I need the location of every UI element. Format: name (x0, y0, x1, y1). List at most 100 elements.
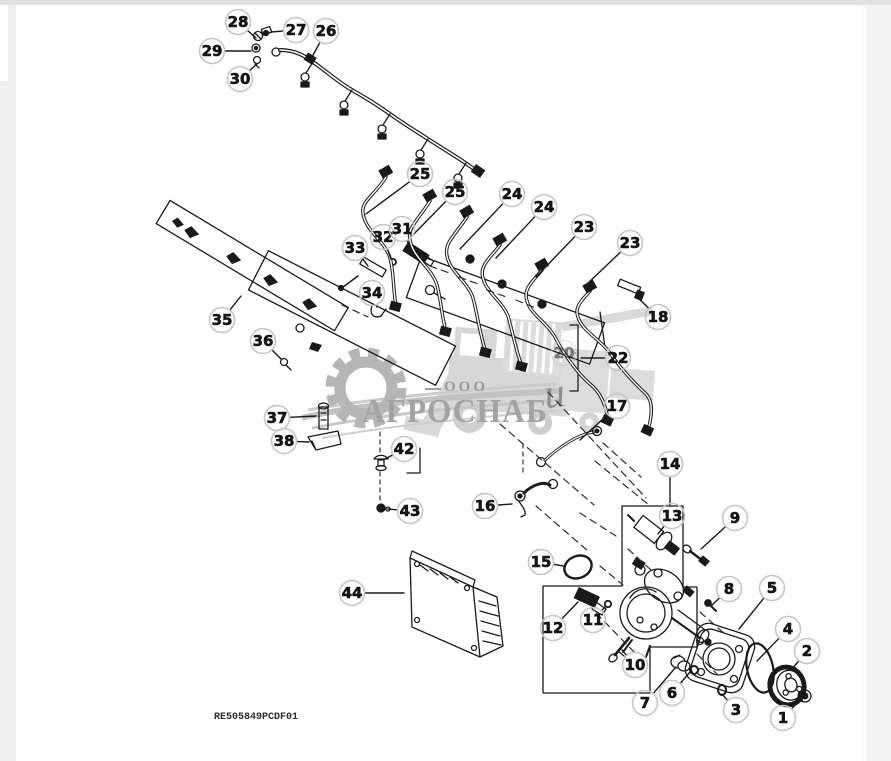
callout-28[interactable]: 28 (224, 8, 257, 39)
callout-24[interactable]: 24 (459, 180, 526, 250)
svg-text:13: 13 (662, 507, 683, 525)
ecu-art (409, 550, 504, 658)
left-margin (0, 5, 16, 761)
callout-13[interactable]: 13 (657, 502, 686, 535)
callout-2[interactable]: 2 (791, 637, 821, 670)
callout-24[interactable]: 24 (495, 193, 558, 259)
svg-text:8: 8 (724, 580, 734, 598)
callout-5[interactable]: 5 (738, 574, 786, 630)
svg-text:11: 11 (583, 611, 604, 629)
mount-plate-5-art (684, 622, 756, 694)
rocker-slab-art (247, 250, 457, 451)
callout-44[interactable]: 44 (338, 579, 405, 607)
svg-text:6: 6 (667, 684, 677, 702)
svg-text:27: 27 (286, 21, 307, 39)
bracket-20 (569, 324, 579, 392)
callout-31[interactable]: 31 (388, 215, 416, 253)
svg-text:17: 17 (607, 397, 628, 415)
watermark-gear-icon (325, 347, 407, 429)
callout-12[interactable]: 12 (539, 601, 579, 642)
svg-text:32: 32 (373, 228, 394, 246)
callout-25[interactable]: 25 (365, 160, 434, 215)
bolt-10-art (608, 636, 631, 663)
callout-8[interactable]: 8 (711, 575, 743, 606)
gear-2-art (767, 664, 807, 708)
callout-18[interactable]: 18 (636, 296, 672, 331)
svg-text:4: 4 (783, 620, 793, 638)
callout-30[interactable]: 30 (226, 63, 258, 93)
right-scroll-gutter[interactable] (861, 5, 891, 761)
callout-1[interactable]: 1 (769, 700, 800, 732)
svg-text:31: 31 (392, 220, 413, 238)
callout-43[interactable]: 43 (387, 497, 424, 525)
drawing-part-code: RE505849PCDF01 (214, 712, 299, 723)
stud-18-art (617, 278, 645, 301)
washer-1-art (797, 689, 812, 703)
svg-text:33: 33 (345, 239, 366, 257)
svg-text:24: 24 (502, 185, 523, 203)
svg-text:20: 20 (554, 344, 575, 362)
leak-off-line-art (271, 47, 486, 189)
svg-text:3: 3 (731, 701, 741, 719)
callout-3[interactable]: 3 (721, 693, 750, 724)
svg-text:9: 9 (730, 509, 740, 527)
callout-6[interactable]: 6 (658, 671, 691, 707)
callout-42[interactable]: 42 (384, 435, 418, 463)
page-canvas (16, 5, 866, 761)
pump-art (619, 557, 712, 658)
callout-15[interactable]: 15 (527, 548, 564, 576)
callout-26[interactable]: 26 (310, 17, 340, 60)
solenoid-13-art (627, 514, 680, 556)
callout-22[interactable]: 22 (580, 344, 632, 372)
svg-text:23: 23 (620, 234, 641, 252)
callout-32[interactable]: 32 (369, 223, 397, 260)
svg-text:25: 25 (445, 183, 466, 201)
callout-27[interactable]: 27 (270, 16, 310, 44)
svg-text:2: 2 (802, 642, 812, 660)
svg-text:23: 23 (574, 218, 595, 236)
bolt-43-art (376, 503, 391, 513)
callout-17[interactable]: 17 (579, 392, 631, 441)
svg-text:7: 7 (640, 694, 650, 712)
callout-33[interactable]: 33 (341, 234, 369, 267)
callout-25[interactable]: 25 (411, 178, 469, 237)
svg-text:34: 34 (362, 284, 383, 302)
svg-text:18: 18 (648, 308, 669, 326)
svg-text:5: 5 (767, 579, 777, 597)
callout-38[interactable]: 38 (270, 427, 310, 455)
callout-29[interactable]: 29 (198, 37, 252, 65)
svg-text:24: 24 (534, 198, 555, 216)
callout-16[interactable]: 16 (471, 492, 513, 520)
screw-36 (279, 357, 289, 367)
pump-box-outline (542, 505, 698, 694)
callout-14[interactable]: 14 (656, 450, 684, 506)
callout-23[interactable]: 23 (535, 213, 598, 278)
clamp-34 (370, 305, 387, 318)
assembly-dash-lines (341, 265, 727, 675)
hose-16-art (514, 478, 559, 518)
top-bar (0, 0, 891, 5)
callout-9[interactable]: 9 (700, 504, 749, 550)
svg-text:42: 42 (394, 440, 415, 458)
callout-11[interactable]: 11 (579, 606, 607, 634)
clamp-38 (307, 430, 342, 451)
svg-text:1: 1 (778, 709, 788, 727)
callout-7[interactable]: 7 (631, 666, 677, 717)
callout-4[interactable]: 4 (756, 615, 802, 662)
callout-23[interactable]: 23 (584, 229, 644, 287)
watermark-org-name: АГРОСНАБ (362, 393, 548, 430)
callout-34[interactable]: 34 (358, 279, 386, 308)
callout-37[interactable]: 37 (263, 404, 317, 432)
callout-20[interactable]: 20 (550, 339, 579, 367)
bolt-9-art (682, 544, 710, 567)
svg-text:10: 10 (625, 656, 646, 674)
callout-35[interactable]: 35 (208, 295, 242, 334)
svg-text:16: 16 (475, 497, 496, 515)
callout-36[interactable]: 36 (249, 327, 282, 360)
callout-10[interactable]: 10 (621, 649, 649, 679)
svg-text:36: 36 (253, 332, 274, 350)
oring-4-art (745, 642, 775, 694)
left-notch (0, 5, 8, 81)
svg-text:25: 25 (410, 165, 431, 183)
